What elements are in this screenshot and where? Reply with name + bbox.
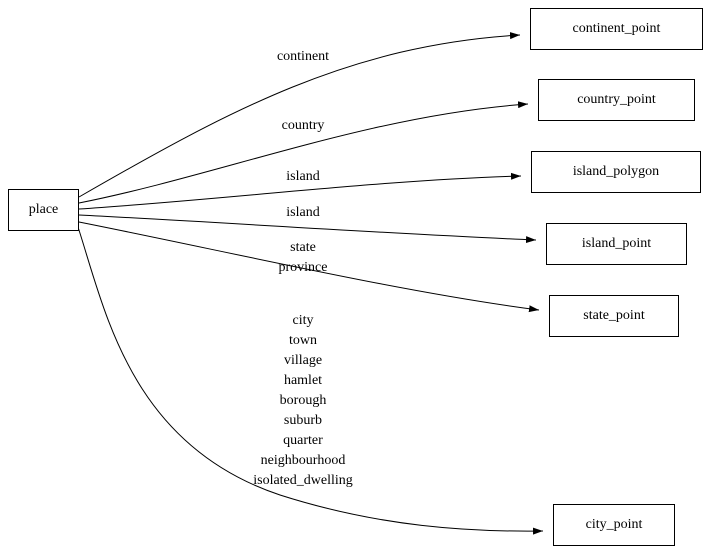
node-island-polygon: island_polygon (531, 151, 701, 193)
node-continent-point-label: continent_point (572, 21, 661, 36)
edge-label-state-province: state province (278, 240, 328, 275)
edge-place-state_point (78, 221, 540, 313)
edge-place-city_point (77, 226, 544, 535)
edge-label-country: country (281, 118, 325, 133)
node-state-point: state_point (549, 295, 679, 337)
node-island-point-label: island_point (581, 236, 652, 251)
node-country-point-label: country_point (577, 92, 656, 107)
edge-label-city-list: city town village hamlet borough suburb … (253, 313, 353, 488)
edge-label-island-point: island (286, 205, 320, 220)
edge-place-country_point (78, 101, 529, 204)
node-continent-point: continent_point (530, 8, 703, 50)
node-state-point-label: state_point (583, 308, 645, 323)
node-country-point: country_point (538, 79, 695, 121)
node-island-point: island_point (546, 223, 687, 265)
edge-place-island_point (78, 214, 537, 244)
node-place: place (8, 189, 79, 231)
edge-place-continent_point (78, 32, 521, 198)
node-place-label: place (28, 202, 59, 217)
edge-label-continent: continent (276, 49, 330, 64)
edge-label-island-polygon: island (286, 169, 320, 184)
node-city-point-label: city_point (585, 517, 643, 532)
node-island-polygon-label: island_polygon (572, 164, 660, 179)
edge-place-island_polygon (78, 172, 522, 210)
node-city-point: city_point (553, 504, 675, 546)
